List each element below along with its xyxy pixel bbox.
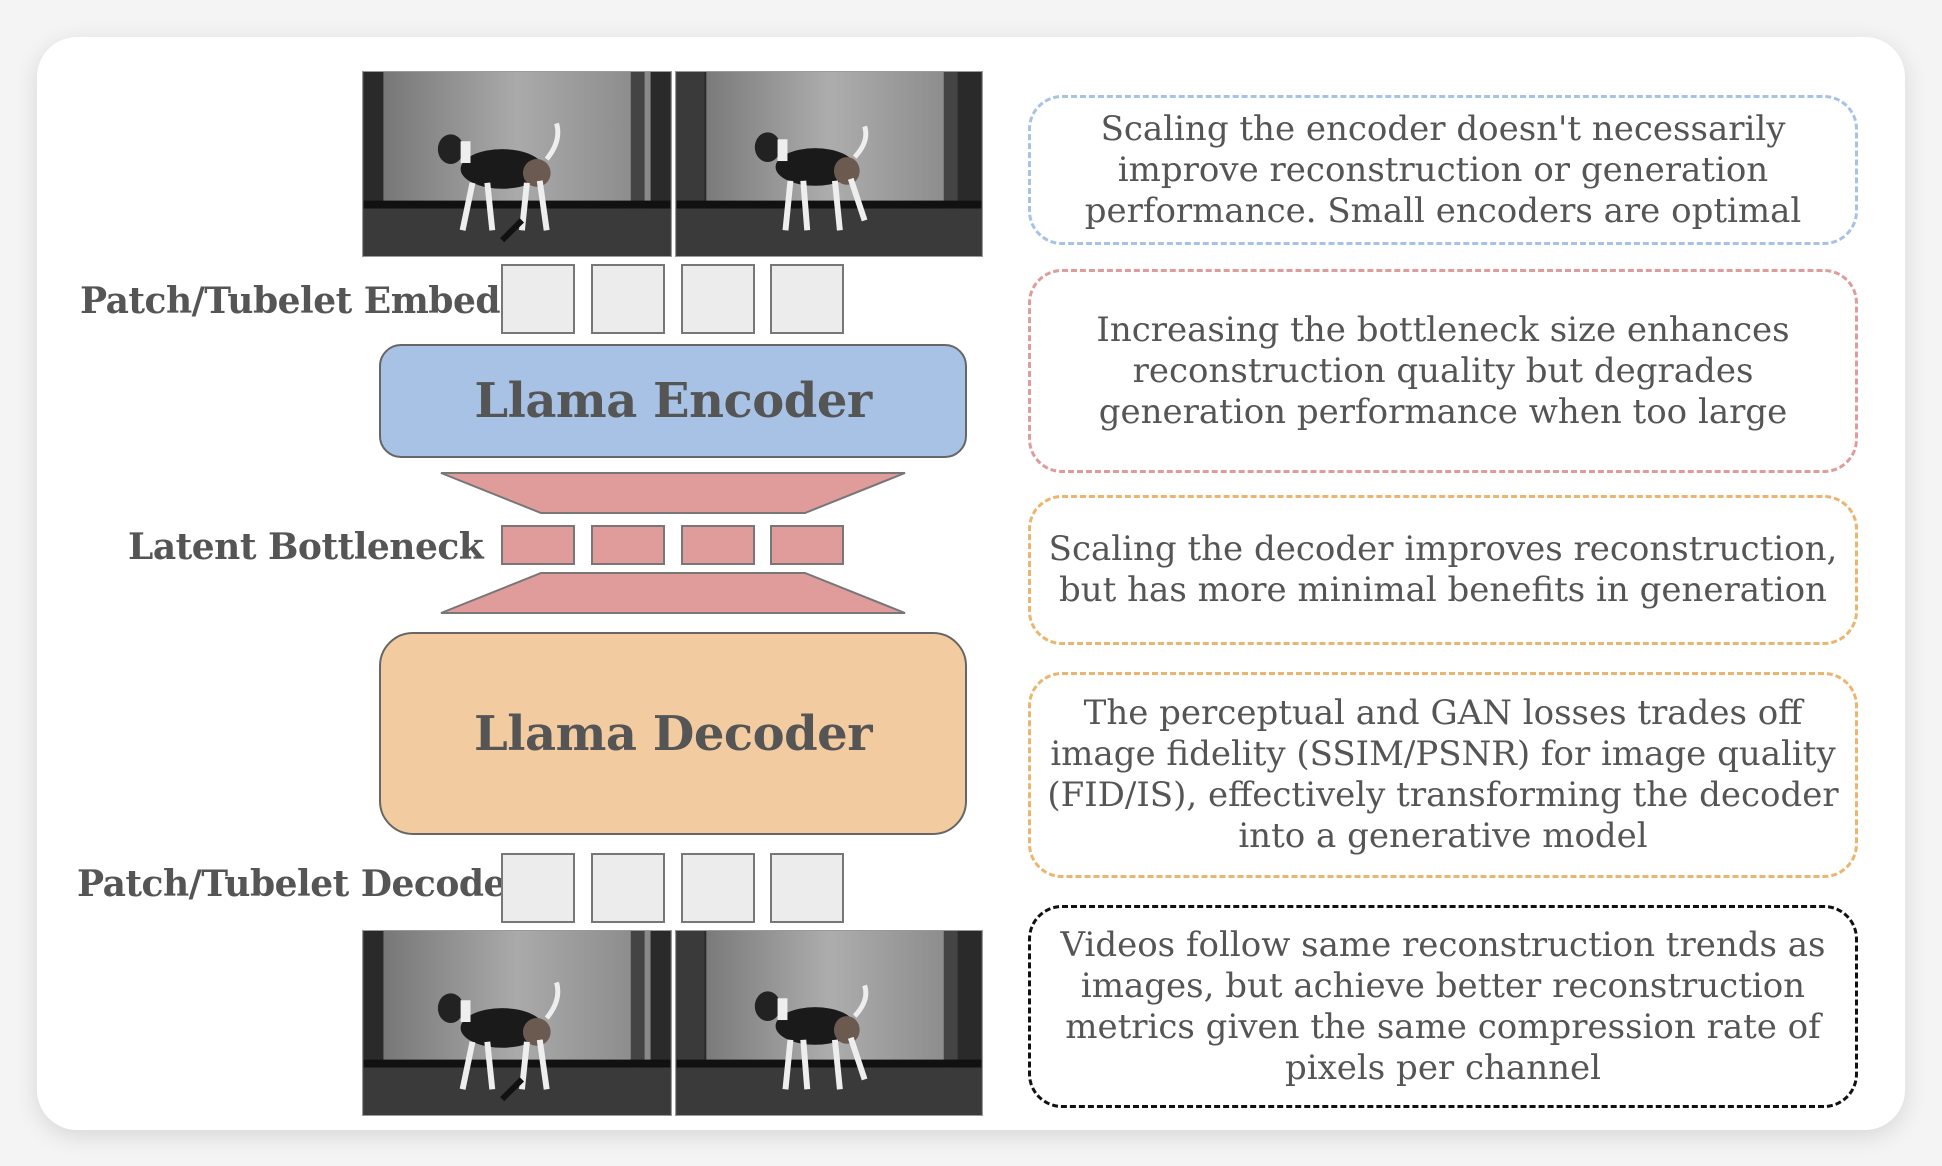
output-frame-2 <box>675 930 983 1116</box>
latent-bottleneck-label: Latent Bottleneck <box>128 526 484 568</box>
latent-token-1 <box>501 525 575 565</box>
note-bottleneck-size: Increasing the bottleneck size enhances … <box>1028 269 1858 473</box>
latent-token-3 <box>681 525 755 565</box>
dog-image-icon <box>676 72 982 256</box>
decoder-label: Llama Decoder <box>474 705 872 762</box>
dog-image-icon <box>363 72 671 256</box>
note-video-trends: Videos follow same reconstruction trends… <box>1028 905 1858 1108</box>
output-frame-1 <box>362 930 672 1116</box>
embed-token-4 <box>770 264 844 334</box>
dog-image-icon <box>676 931 982 1115</box>
patch-decode-label: Patch/Tubelet Decode <box>77 863 506 905</box>
latent-token-4 <box>770 525 844 565</box>
bottleneck-compress-shape <box>440 472 906 514</box>
bottleneck-expand-shape <box>440 572 906 614</box>
embed-token-3 <box>681 264 755 334</box>
note-perceptual-gan-losses: The perceptual and GAN losses trades off… <box>1028 672 1858 878</box>
note-decoder-scaling: Scaling the decoder improves reconstruct… <box>1028 495 1858 645</box>
note-text: Increasing the bottleneck size enhances … <box>1096 309 1790 432</box>
decode-token-3 <box>681 853 755 923</box>
encoder-label: Llama Encoder <box>474 373 872 429</box>
latent-token-2 <box>591 525 665 565</box>
input-frame-1 <box>362 71 672 257</box>
note-text: Scaling the decoder improves reconstruct… <box>1048 529 1838 610</box>
decode-token-1 <box>501 853 575 923</box>
embed-token-2 <box>591 264 665 334</box>
note-text: Scaling the encoder doesn't necessarily … <box>1084 108 1802 231</box>
embed-token-1 <box>501 264 575 334</box>
note-text: Videos follow same reconstruction trends… <box>1060 924 1826 1088</box>
llama-encoder-block: Llama Encoder <box>379 344 967 458</box>
patch-embed-label: Patch/Tubelet Embed <box>80 280 501 322</box>
decode-token-4 <box>770 853 844 923</box>
llama-decoder-block: Llama Decoder <box>379 632 967 835</box>
input-frame-2 <box>675 71 983 257</box>
note-encoder-scaling: Scaling the encoder doesn't necessarily … <box>1028 95 1858 245</box>
note-text: The perceptual and GAN losses trades off… <box>1047 693 1839 856</box>
dog-image-icon <box>363 931 671 1115</box>
decode-token-2 <box>591 853 665 923</box>
